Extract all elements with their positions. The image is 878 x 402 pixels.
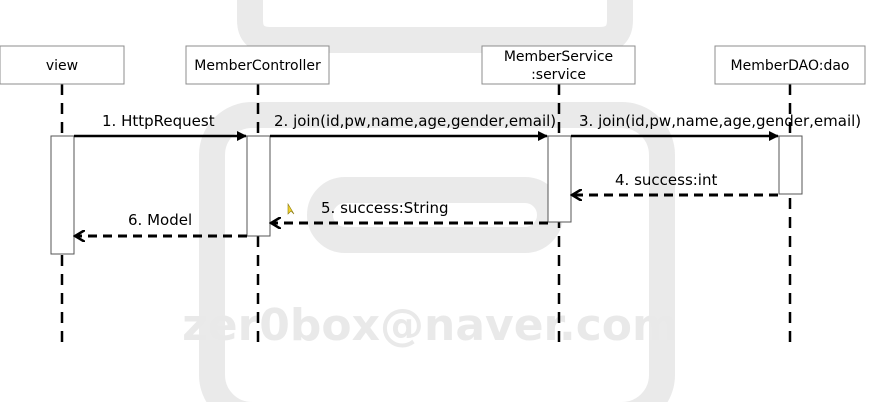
- lifeline-label-view: view: [46, 58, 78, 74]
- lifeline-head-view: [0, 45, 125, 85]
- watermark-lock-icon: zer0box@naver.com: [182, 0, 678, 402]
- cursor-icon: [287, 202, 295, 215]
- lifeline-head-member-dao: [714, 45, 866, 85]
- lifeline-heads: view MemberController MemberService :servic…: [0, 45, 866, 85]
- messages: 1. HttpRequest 2. join(id,pw,name,age,gen…: [74, 112, 861, 236]
- activation-bar-view: [50, 135, 75, 255]
- activation-bar-member-service: [547, 135, 572, 223]
- message-label-1: 1. HttpRequest: [102, 112, 215, 130]
- lifeline-head-member-controller: [185, 45, 330, 85]
- lifeline-label-member-dao: MemberDAO:dao: [731, 58, 850, 74]
- activation-bar-member-controller: [246, 135, 271, 237]
- watermark-text: zer0box@naver.com: [182, 300, 678, 351]
- lifeline-label-member-controller: MemberController: [194, 58, 321, 74]
- lifeline-label-member-service: MemberService: [504, 49, 613, 65]
- activation-bars: [50, 135, 803, 255]
- message-label-4: 4. success:int: [615, 171, 717, 189]
- message-label-2: 2. join(id,pw,name,age,gender,email): [274, 112, 556, 130]
- message-label-3: 3. join(id,pw,name,age,gender,email): [579, 112, 861, 130]
- activation-bar-member-dao: [778, 135, 803, 195]
- message-label-6: 6. Model: [128, 211, 192, 229]
- message-label-5: 5. success:String: [321, 199, 449, 217]
- lifeline-label-member-service: :service: [531, 67, 586, 83]
- lifeline-head-member-service: [481, 45, 636, 85]
